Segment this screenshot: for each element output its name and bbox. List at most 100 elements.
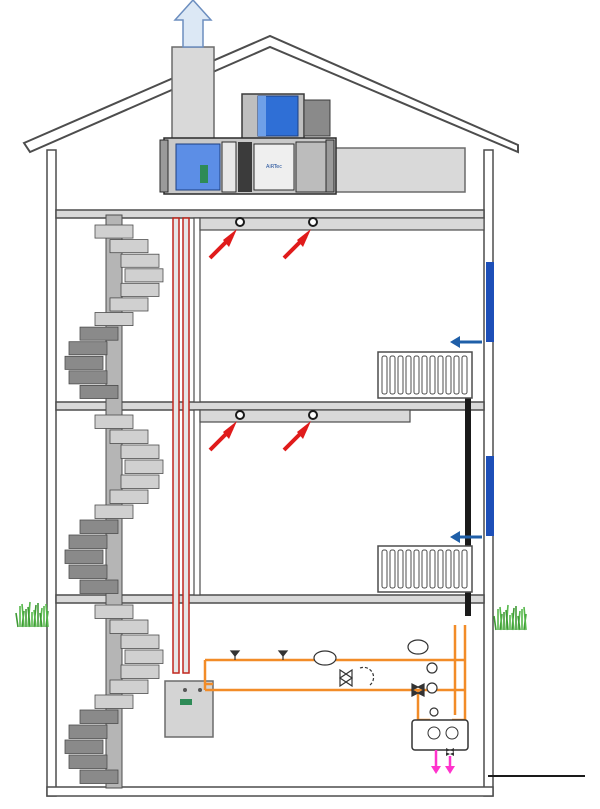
window-lower (486, 456, 494, 536)
chimney (171, 0, 215, 140)
grass-blade (27, 606, 31, 628)
stair-tread (68, 341, 108, 356)
supply-arrow-head (297, 229, 311, 247)
radiator-fin (453, 549, 460, 589)
stair-tread (94, 414, 134, 429)
stair-tread (94, 312, 134, 327)
pump-icon (426, 682, 438, 694)
stair-tread (94, 224, 134, 239)
valve-icon (338, 668, 354, 688)
radiator-fin (405, 355, 412, 395)
attic-duct (329, 147, 466, 193)
control-cabinet-lamp (183, 688, 187, 692)
supply-arrow-icon (208, 229, 237, 260)
ground-slab (46, 786, 494, 797)
ahu-brand-label: AiRTec (266, 164, 282, 170)
ahu-flange-right (325, 139, 335, 193)
control-cabinet-lamp (198, 688, 202, 692)
expansion-vessel-icon (313, 650, 337, 666)
stair-tread (120, 253, 160, 268)
drain-outlets (431, 750, 455, 774)
stair-tread (124, 268, 164, 283)
ahu-end-section (295, 141, 327, 193)
riser-pipe-1 (172, 217, 180, 674)
air-vent-icon (229, 650, 241, 657)
supply-arrow-head (223, 229, 237, 247)
drain-arrow-icon (431, 766, 441, 774)
exhaust-up-arrow-icon (173, 0, 213, 48)
partition-walls (193, 217, 201, 596)
diffuser-middle-1 (235, 410, 245, 420)
stair-tread (79, 326, 119, 341)
radiator-icon (377, 351, 473, 399)
radiator-fin (445, 355, 452, 395)
radiator-icon (377, 545, 473, 593)
grass-blade (499, 606, 503, 631)
stair-tread (124, 459, 164, 474)
stair-tread (64, 355, 104, 370)
stair-tread (120, 664, 160, 679)
radiator-fin (445, 549, 452, 589)
supply-ducts (199, 217, 485, 423)
extract-arrows (450, 336, 482, 543)
control-cabinet-display (180, 699, 192, 705)
radiator-fin (389, 355, 396, 395)
gauge-icon (426, 662, 438, 674)
ahu-filter (221, 141, 237, 193)
stair-tread (79, 709, 119, 724)
stair-tread (79, 384, 119, 399)
diffuser-middle-2 (308, 410, 318, 420)
windows (465, 262, 494, 616)
partition-middle (193, 409, 201, 596)
diffuser-upper-1 (235, 217, 245, 227)
radiator-fin (397, 549, 404, 589)
grass-icon (15, 601, 49, 628)
supply-arrow-icon (282, 421, 311, 452)
roof-outline (22, 34, 519, 154)
supply-arrow-icon (282, 229, 311, 260)
window-upper (486, 262, 494, 342)
ahu-top-fan-highlight (258, 96, 266, 136)
stair-tread (109, 297, 149, 312)
stair-tread (68, 370, 108, 385)
stair-tread (68, 754, 108, 769)
grass-icon (493, 604, 527, 631)
stair-tread (94, 504, 134, 519)
gauge-icon (429, 707, 439, 717)
extract-arrow-icon (450, 336, 482, 348)
stair-treads (64, 224, 164, 784)
pump-icon (445, 726, 459, 740)
diffuser-upper-2 (308, 217, 318, 227)
stair-tread (109, 429, 149, 444)
radiator-fin (421, 355, 428, 395)
stair-tread (109, 679, 149, 694)
ahu-heat-exchanger (253, 143, 295, 191)
supply-arrows (208, 229, 311, 452)
first-floor-slab (55, 594, 485, 604)
pump-icon (427, 726, 441, 740)
stair-tread (64, 739, 104, 754)
radiator-fin (461, 549, 468, 589)
radiator-fins (381, 549, 468, 589)
radiator-fin (437, 549, 444, 589)
air-vent-icon (277, 650, 289, 657)
radiator-fin (389, 549, 396, 589)
grass-blade (523, 606, 527, 631)
grass-blade (39, 612, 43, 628)
heating-system (164, 625, 469, 774)
extract-arrow-head (450, 531, 460, 543)
stair-tread (120, 444, 160, 459)
ahu-top-damper (303, 99, 331, 137)
riser-pipe-2 (182, 217, 190, 674)
expansion-vessel-icon (407, 639, 429, 655)
bypass-arc (359, 666, 375, 686)
ahu-divider (238, 142, 252, 192)
supply-arrow-head (297, 421, 311, 439)
stair-tread (68, 724, 108, 739)
spiral-staircase (64, 214, 164, 789)
grass-blade (45, 603, 49, 628)
air-handling-unit: AiRTec (159, 93, 337, 195)
riser-pipes (172, 217, 190, 674)
